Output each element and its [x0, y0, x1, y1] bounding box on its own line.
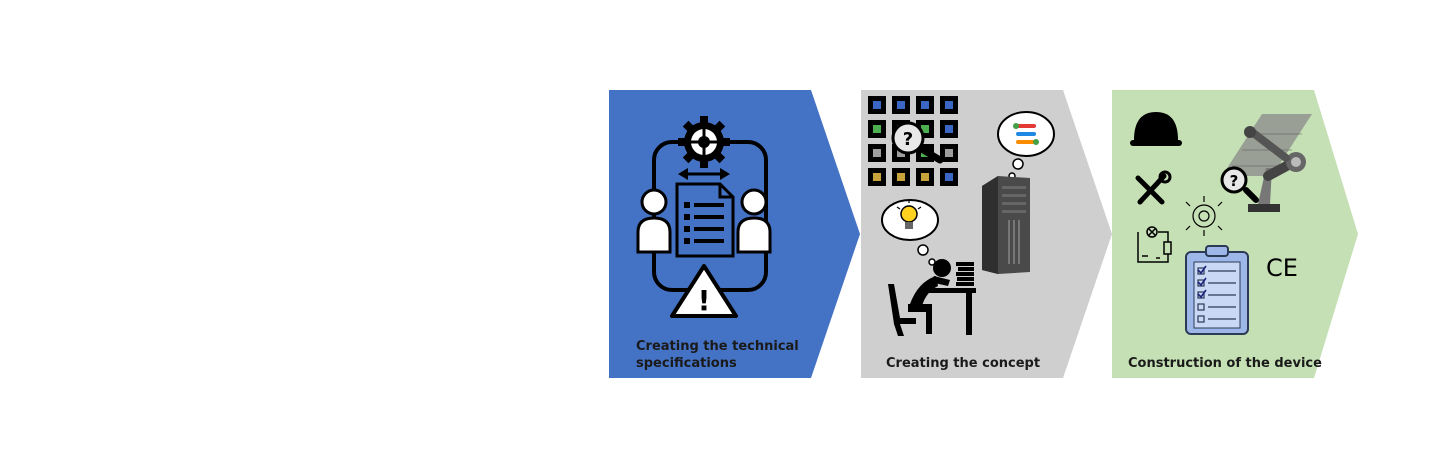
question-mark: ? [903, 129, 913, 150]
warning-mark: ! [698, 284, 711, 317]
ce-mark-icon: CE [1266, 254, 1298, 282]
chip-icon [1185, 196, 1223, 236]
gear-icon [678, 116, 730, 168]
tile-symbol [897, 173, 905, 181]
double-arrow-icon [678, 168, 730, 180]
magnifier-question-icon: ? [1220, 166, 1259, 203]
server-tower-icon [982, 176, 1030, 274]
hard-hat-icon [1130, 112, 1182, 146]
thinking-person-icon [888, 259, 976, 336]
stage-1-technical-specifications: ! Creating the technical specifications [609, 90, 860, 378]
tile-symbol [873, 125, 881, 133]
chip-icon [1013, 123, 1039, 145]
stage-3-construction: ? CE Construction of the device [1112, 90, 1358, 378]
stage-1-label-line-2: specifications [636, 356, 737, 371]
person-icon [636, 188, 672, 254]
stage-2-label-line-1: Creating the concept [886, 356, 1040, 371]
lightbulb-icon [896, 200, 922, 229]
tile-symbol [897, 101, 905, 109]
stage-1-label: Creating the technical specifications [636, 339, 803, 371]
tile-symbol [873, 101, 881, 109]
thought-bubble-icon [997, 111, 1055, 180]
stage-2-creating-concept: ? [861, 90, 1112, 378]
person-icon [736, 188, 772, 254]
stage-2-label: Creating the concept [886, 356, 1040, 371]
tile-symbol [873, 173, 881, 181]
tile-symbol [921, 101, 929, 109]
tile-symbol [897, 149, 905, 157]
clipboard-checklist-icon [1185, 245, 1249, 335]
tile-symbol [945, 125, 953, 133]
question-mark: ? [1230, 172, 1239, 190]
warning-icon: ! [670, 264, 738, 318]
tile-symbol [945, 149, 953, 157]
circuit-icon [1137, 226, 1172, 263]
magnifier-question-icon: ? [891, 121, 944, 164]
stage-3-label-line-1: Construction of the device [1128, 356, 1322, 371]
tile-symbol [921, 173, 929, 181]
tools-icon [1135, 170, 1172, 205]
robot-arm-icon [1222, 114, 1312, 212]
tile-symbol [945, 173, 953, 181]
stage-1-label-line-1: Creating the technical [636, 339, 799, 354]
stage-3-label: Construction of the device [1128, 356, 1322, 371]
tile-symbol [945, 101, 953, 109]
document-icon [675, 182, 735, 258]
tile-symbol [873, 149, 881, 157]
tile-symbol [921, 125, 929, 133]
